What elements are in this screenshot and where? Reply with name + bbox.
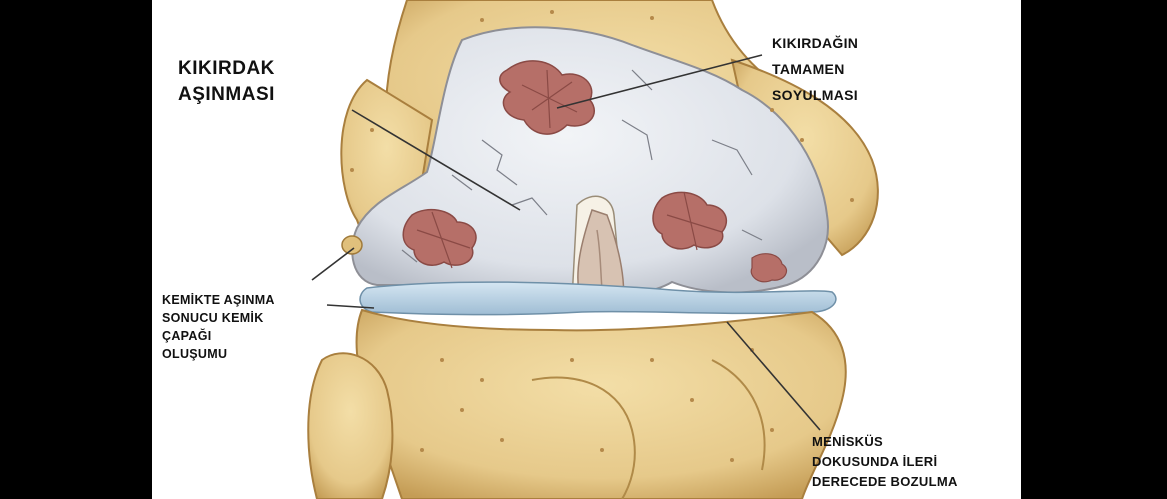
tibia: [357, 310, 846, 499]
knee-joint-illustration: [152, 0, 1021, 499]
label-bone-spur: KEMİKTE AŞINMA SONUCU KEMİK ÇAPAĞI OLUŞU…: [162, 291, 275, 363]
illustration-panel: KIKIRDAK AŞINMASI KIKIRDAĞIN TAMAMEN SOY…: [152, 0, 1021, 499]
label-cartilage-stripping: KIKIRDAĞIN TAMAMEN SOYULMASI: [772, 30, 858, 108]
label-meniscus-damage: MENİSKÜS DOKUSUNDA İLERİ DERECEDE BOZULM…: [812, 432, 958, 492]
left-black-bar: [0, 0, 152, 499]
bone-spur: [342, 236, 362, 254]
fibula-head: [308, 353, 392, 499]
label-cartilage-wear: KIKIRDAK AŞINMASI: [178, 56, 275, 108]
right-black-bar: [1021, 0, 1167, 499]
leader-bone-spur: [312, 248, 354, 280]
